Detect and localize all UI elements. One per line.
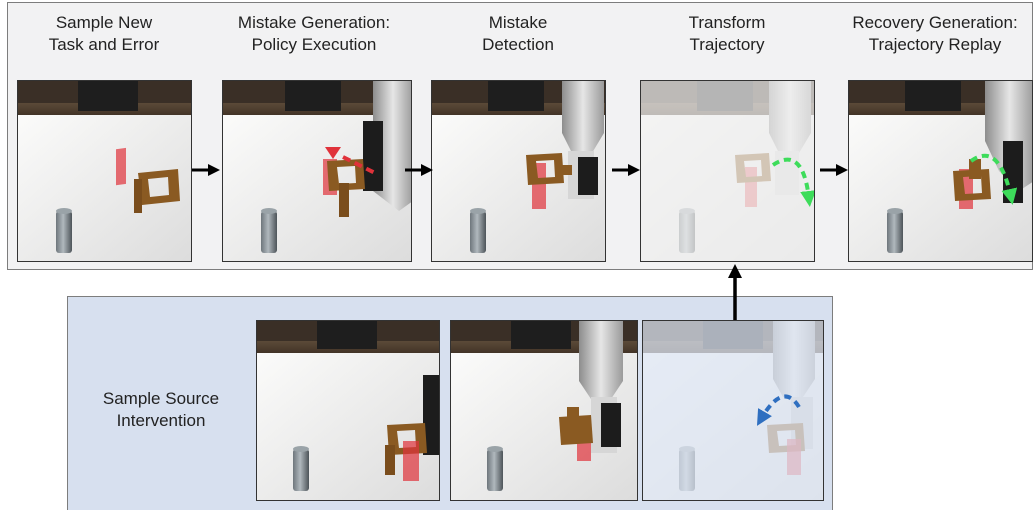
source-image-3 <box>642 320 824 501</box>
scene-image-recovery-generation <box>848 80 1033 262</box>
source-image-1 <box>256 320 440 501</box>
arrow-right-2 <box>405 164 433 176</box>
scene-image-transform-trajectory <box>640 80 815 262</box>
arrow-up-source-to-transform <box>728 264 742 322</box>
scene-image-sample-task <box>17 80 192 262</box>
arrow-right-1 <box>192 164 220 176</box>
arrow-right-3 <box>612 164 640 176</box>
stage-label-mistake-generation: Mistake Generation:Policy Execution <box>237 13 391 54</box>
arrow-right-4 <box>820 164 848 176</box>
scene-image-mistake-generation <box>222 80 412 262</box>
scene-image-mistake-detection <box>431 80 606 262</box>
stage-label-recovery-generation: Recovery Generation:Trajectory Replay <box>852 13 1018 54</box>
source-image-2 <box>450 320 638 501</box>
